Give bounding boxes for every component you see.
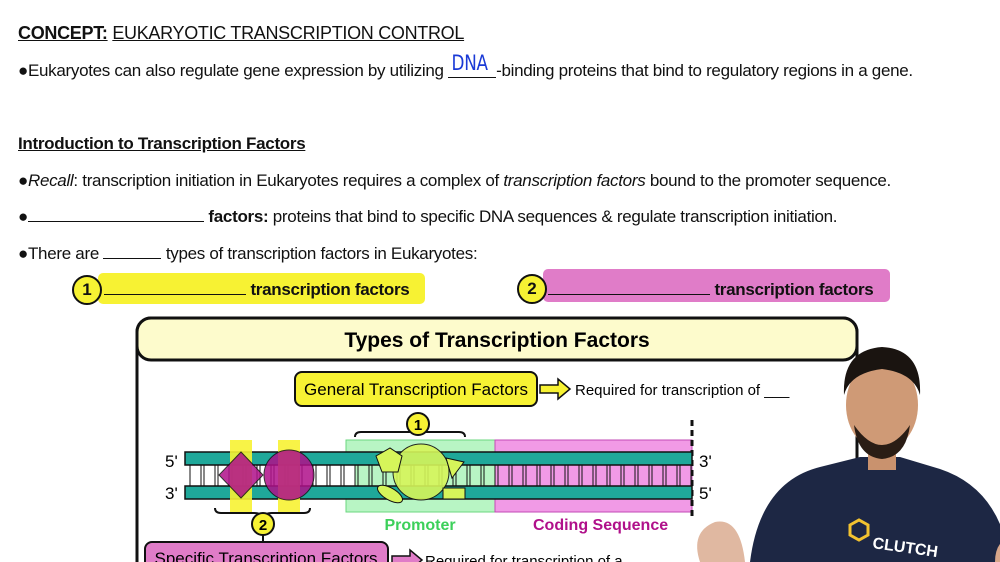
base-pair (343, 464, 356, 487)
base-pair (539, 464, 552, 487)
label-3prime-left: 3' (165, 484, 178, 503)
base-pair (315, 464, 328, 487)
answer-blank: DNA (448, 51, 497, 78)
general-number: 1 (414, 417, 422, 434)
base-pair (497, 464, 510, 487)
presenter: CLUTCH (697, 347, 1000, 562)
general-tf-desc: Required for transcription of ___ (575, 382, 790, 399)
specific-tf-desc: Required for transcription of a (425, 553, 623, 562)
type-2-number: 2 (517, 274, 547, 304)
diagram-title-bar (135, 316, 859, 362)
label-3prime-right: 3' (699, 452, 712, 471)
types-line: ●There are types of transcription factor… (18, 244, 478, 263)
specific-tf-diamond (218, 451, 264, 499)
base-pair (189, 464, 202, 487)
general-tf-circle (392, 443, 450, 501)
section-heading: Introduction to Transcription Factors (18, 134, 306, 153)
base-pair (511, 464, 524, 487)
base-pair (581, 464, 594, 487)
diagram-title: Types of Transcription Factors (344, 329, 649, 352)
promoter-label: Promoter (384, 517, 455, 534)
base-pair (609, 464, 622, 487)
specific-tf-circle (263, 449, 315, 501)
base-pair (595, 464, 608, 487)
base-pair (357, 464, 370, 487)
base-pair (637, 464, 650, 487)
base-pair (329, 464, 342, 487)
recall-line: ●Recall: transcription initiation in Euk… (18, 171, 891, 190)
base-pair (665, 464, 678, 487)
concept-title: CONCEPT: EUKARYOTIC TRANSCRIPTION CONTRO… (18, 23, 465, 43)
base-pair (525, 464, 538, 487)
factors-line: ● factors: proteins that bind to specifi… (18, 207, 838, 226)
base-pair (623, 464, 636, 487)
type-2-pill (543, 269, 890, 302)
type-1-number: 1 (72, 275, 102, 305)
label-5prime-right: 5' (699, 484, 712, 503)
base-pair (203, 464, 216, 487)
intro-line: ●Eukaryotes can also regulate gene expre… (18, 51, 913, 80)
base-pair (469, 464, 482, 487)
base-pair (651, 464, 664, 487)
specific-tf-label: Specific Transcription Factors (155, 549, 378, 562)
arrow-icon (539, 377, 572, 401)
general-tf-label: General Transcription Factors (304, 380, 528, 399)
handwritten-answer: DNA (451, 51, 489, 75)
type-1-label: transcription factors (104, 280, 410, 300)
base-pair (483, 464, 496, 487)
specific-tf-box (144, 541, 389, 562)
type-2-label: transcription factors (548, 280, 874, 300)
general-tf-box (294, 371, 538, 407)
coding-label: Coding Sequence (533, 517, 668, 534)
label-5prime-left: 5' (165, 452, 178, 471)
base-pair (553, 464, 566, 487)
base-pair (679, 464, 692, 487)
type-1-pill (98, 273, 425, 304)
base-pair (567, 464, 580, 487)
specific-number: 2 (259, 517, 267, 534)
